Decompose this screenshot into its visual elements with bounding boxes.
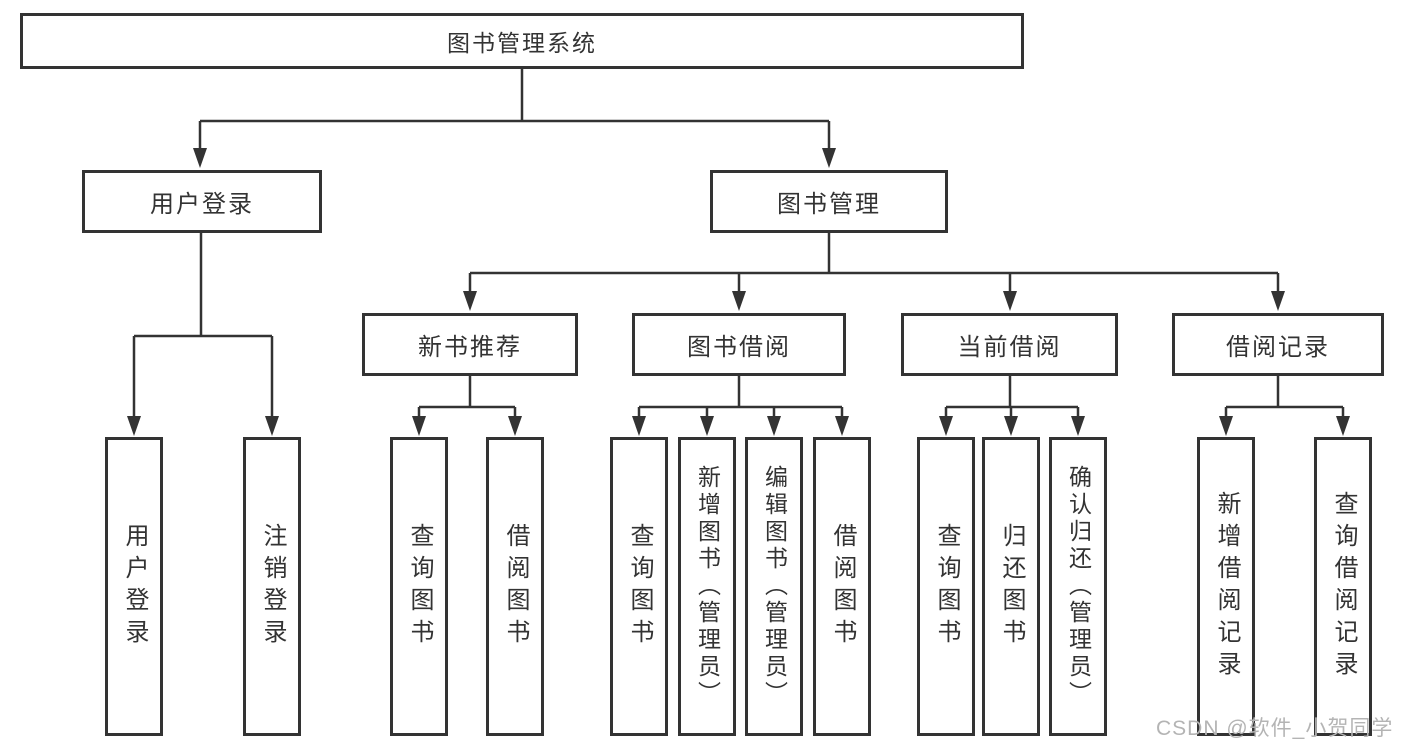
arrowhead xyxy=(463,291,477,311)
node-leaf-confirm-return-admin: 确认归还（管理员） xyxy=(1049,437,1107,736)
node-leaf-query-books-1: 查询图书 xyxy=(390,437,448,736)
connector-book-management xyxy=(468,233,1280,295)
node-book-management: 图书管理 xyxy=(710,170,948,233)
node-book-borrow: 图书借阅 xyxy=(632,313,846,376)
arrowhead xyxy=(1004,416,1018,436)
node-user-login: 用户登录 xyxy=(82,170,322,233)
node-leaf-query-borrow-record: 查询借阅记录 xyxy=(1314,437,1372,736)
arrowhead xyxy=(835,416,849,436)
arrowheads xyxy=(127,148,1350,436)
connector-new-books xyxy=(417,376,517,420)
node-borrow-records: 借阅记录 xyxy=(1172,313,1384,376)
arrowhead xyxy=(700,416,714,436)
arrowhead xyxy=(193,148,207,168)
connector-borrow-records xyxy=(1224,376,1345,420)
node-leaf-query-books-2: 查询图书 xyxy=(610,437,668,736)
arrowhead xyxy=(822,148,836,168)
arrowhead xyxy=(1219,416,1233,436)
arrowhead xyxy=(1003,291,1017,311)
arrowhead xyxy=(508,416,522,436)
node-current-borrow: 当前借阅 xyxy=(901,313,1118,376)
arrowhead xyxy=(265,416,279,436)
node-leaf-edit-books-admin: 编辑图书（管理员） xyxy=(745,437,803,736)
node-leaf-return-books: 归还图书 xyxy=(982,437,1040,736)
arrowhead xyxy=(127,416,141,436)
node-leaf-user-login: 用户登录 xyxy=(105,437,163,736)
connector-user-login xyxy=(132,233,274,420)
node-library-management-system: 图书管理系统 xyxy=(20,13,1024,69)
node-leaf-borrow-books-1: 借阅图书 xyxy=(486,437,544,736)
csdn-watermark: CSDN @软件_小贺同学 xyxy=(1156,717,1394,740)
arrowhead xyxy=(412,416,426,436)
arrowhead xyxy=(732,291,746,311)
node-leaf-add-borrow-record: 新增借阅记录 xyxy=(1197,437,1255,736)
arrowhead xyxy=(767,416,781,436)
connector-book-borrow xyxy=(637,376,844,420)
connector-root xyxy=(198,68,831,152)
node-leaf-logout: 注销登录 xyxy=(243,437,301,736)
arrowhead xyxy=(1071,416,1085,436)
arrowhead xyxy=(1271,291,1285,311)
arrowhead xyxy=(939,416,953,436)
node-new-book-recommend: 新书推荐 xyxy=(362,313,578,376)
node-leaf-query-books-3: 查询图书 xyxy=(917,437,975,736)
node-leaf-add-books-admin: 新增图书（管理员） xyxy=(678,437,736,736)
node-leaf-borrow-books-2: 借阅图书 xyxy=(813,437,871,736)
arrowhead xyxy=(1336,416,1350,436)
arrowhead xyxy=(632,416,646,436)
connector-current-borrow xyxy=(944,376,1080,420)
